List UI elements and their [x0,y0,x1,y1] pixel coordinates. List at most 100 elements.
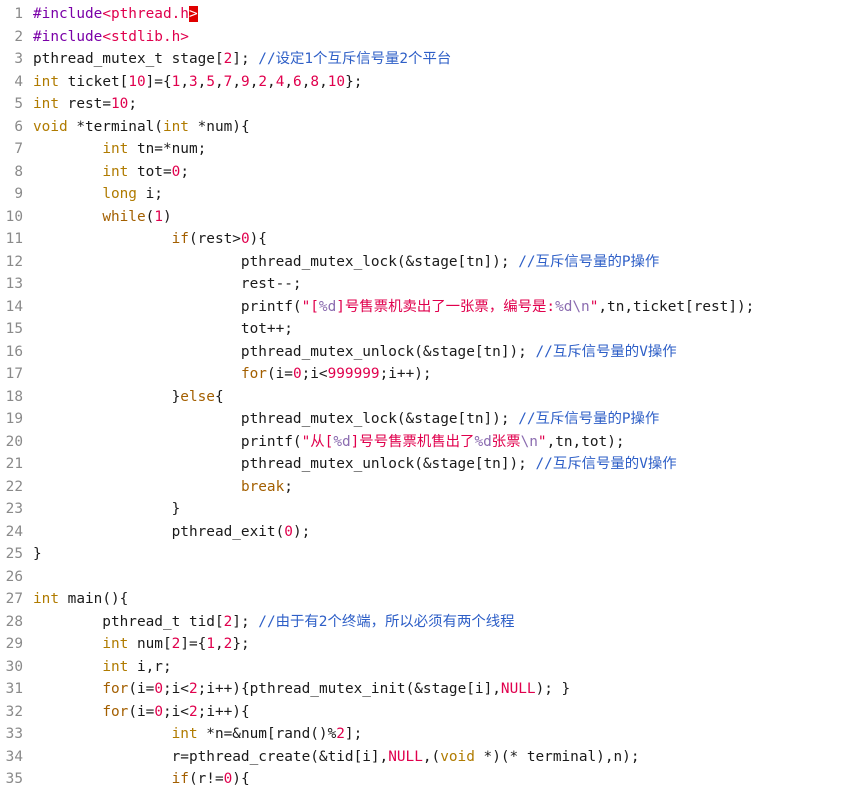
code-line[interactable]: 33 int *n=&num[rand()%2]; [0,723,865,746]
line-number: 6 [14,118,23,135]
code-token [33,479,241,495]
code-line[interactable]: 12 pthread_mutex_lock(&stage[tn]); //互斥信… [0,251,865,274]
code-token: main(){ [59,591,129,607]
code-line[interactable]: 11 if(rest>0){ [0,228,865,251]
code-token: 8 [310,73,320,90]
code-token: 0 [154,681,163,697]
code-line[interactable]: 31 for(i=0;i<2;i++){pthread_mutex_init(&… [0,678,865,701]
code-line[interactable]: 7 int tn=*num; [0,138,865,161]
code-line[interactable]: 14 printf("[%d]号售票机卖出了一张票，编号是:%d\n",tn,t… [0,296,865,319]
code-line[interactable]: 28 pthread_t tid[2]; //由于有2个终端，所以必须有两个线程 [0,611,865,634]
line-number: 35 [5,771,23,787]
line-number: 21 [5,456,23,472]
code-token: #include [33,28,103,45]
code-token: 0 [223,771,233,787]
code-token: i,r; [128,658,172,675]
code-token: for [102,703,129,720]
code-token: " [537,433,547,450]
code-text: int num[2]={1,2}; [33,636,250,652]
code-line[interactable]: 2#include<stdlib.h> [0,26,865,49]
code-text: tot++; [33,321,293,337]
code-line[interactable]: 20 printf("从[%d]号号售票机售出了%d张票\n",tn,tot); [0,431,865,454]
code-comment: //互斥信号量的P操作 [518,253,660,270]
code-comment: //由于有2个终端，所以必须有两个线程 [258,613,515,630]
code-token: ( [145,208,155,225]
code-token: num[ [128,636,172,652]
code-token [33,164,102,180]
line-number: 29 [5,636,23,652]
code-line[interactable]: 1#include<pthread.h> [0,3,865,26]
code-token: pthread_mutex_unlock(&stage[tn]); [33,456,536,472]
code-line[interactable]: 29 int num[2]={1,2}; [0,633,865,656]
code-token: ;i++){ [197,703,250,720]
code-line[interactable]: 21 pthread_mutex_unlock(&stage[tn]); //互… [0,453,865,476]
code-token: %d [318,298,337,315]
code-line[interactable]: 19 pthread_mutex_lock(&stage[tn]); //互斥信… [0,408,865,431]
code-token: 1 [206,636,215,652]
code-token [33,366,241,382]
line-number: 18 [5,388,23,405]
code-token: ,( [422,748,441,765]
code-line[interactable]: 13 rest--; [0,273,865,296]
code-line[interactable]: 32 for(i=0;i<2;i++){ [0,701,865,724]
code-token: 张票 [491,433,521,450]
code-text: #include<pthread.h> [33,6,198,22]
code-token: { [214,388,224,405]
line-number: 33 [5,726,23,742]
code-token: pthread_t tid[ [33,613,224,630]
code-token: ); [292,523,311,540]
code-token: }; [232,636,250,652]
code-text: pthread_mutex_lock(&stage[tn]); //互斥信号量的… [33,411,659,427]
code-line[interactable]: 26 [0,566,865,589]
code-text: pthread_mutex_unlock(&stage[tn]); //互斥信号… [33,344,677,360]
line-number: 22 [5,478,23,495]
code-line[interactable]: 15 tot++; [0,318,865,341]
code-token: 7 [223,73,233,90]
code-line[interactable]: 30 int i,r; [0,656,865,679]
code-line[interactable]: 17 for(i=0;i<999999;i++); [0,363,865,386]
code-text: printf("从[%d]号号售票机售出了%d张票\n",tn,tot); [33,434,625,450]
code-token: ); } [535,681,571,697]
code-token: ticket[ [59,73,129,90]
line-number: 5 [14,96,23,112]
code-token: (i= [128,703,155,720]
code-token: ;i++){pthread_mutex_init(&stage[i], [197,681,501,697]
code-line[interactable]: 16 pthread_mutex_unlock(&stage[tn]); //互… [0,341,865,364]
code-token: int [102,141,129,157]
code-line[interactable]: 10 while(1) [0,206,865,229]
code-text: int *n=&num[rand()%2]; [33,726,363,742]
code-line[interactable]: 22 break; [0,476,865,499]
code-token: } [33,388,181,405]
code-token [33,186,102,202]
code-token: (rest> [188,231,241,247]
code-token: break [240,478,285,495]
code-token: ]号号售票机售出了 [350,433,475,450]
code-token: int [162,118,189,135]
code-token: *num){ [188,118,250,135]
line-number: 25 [5,546,23,562]
code-line[interactable]: 23 } [0,498,865,521]
code-token: , [214,636,224,652]
code-token: for [240,366,267,382]
code-line[interactable]: 24 pthread_exit(0); [0,521,865,544]
code-token: ,tn,ticket[rest]); [598,298,755,315]
code-line[interactable]: 25} [0,543,865,566]
line-number: 8 [14,163,23,180]
code-token: 999999 [327,366,380,382]
code-token: 6 [293,73,302,90]
code-line[interactable]: 34 r=pthread_create(&tid[i],NULL,(void *… [0,746,865,769]
code-line[interactable]: 9 long i; [0,183,865,206]
code-line[interactable]: 18 }else{ [0,386,865,409]
code-token: } [33,546,42,562]
code-line[interactable]: 8 int tot=0; [0,161,865,184]
code-token: " [589,298,599,315]
code-token: ; [180,163,189,180]
code-line[interactable]: 35 if(r!=0){ [0,768,865,791]
code-text: pthread_t tid[2]; //由于有2个终端，所以必须有两个线程 [33,613,515,630]
